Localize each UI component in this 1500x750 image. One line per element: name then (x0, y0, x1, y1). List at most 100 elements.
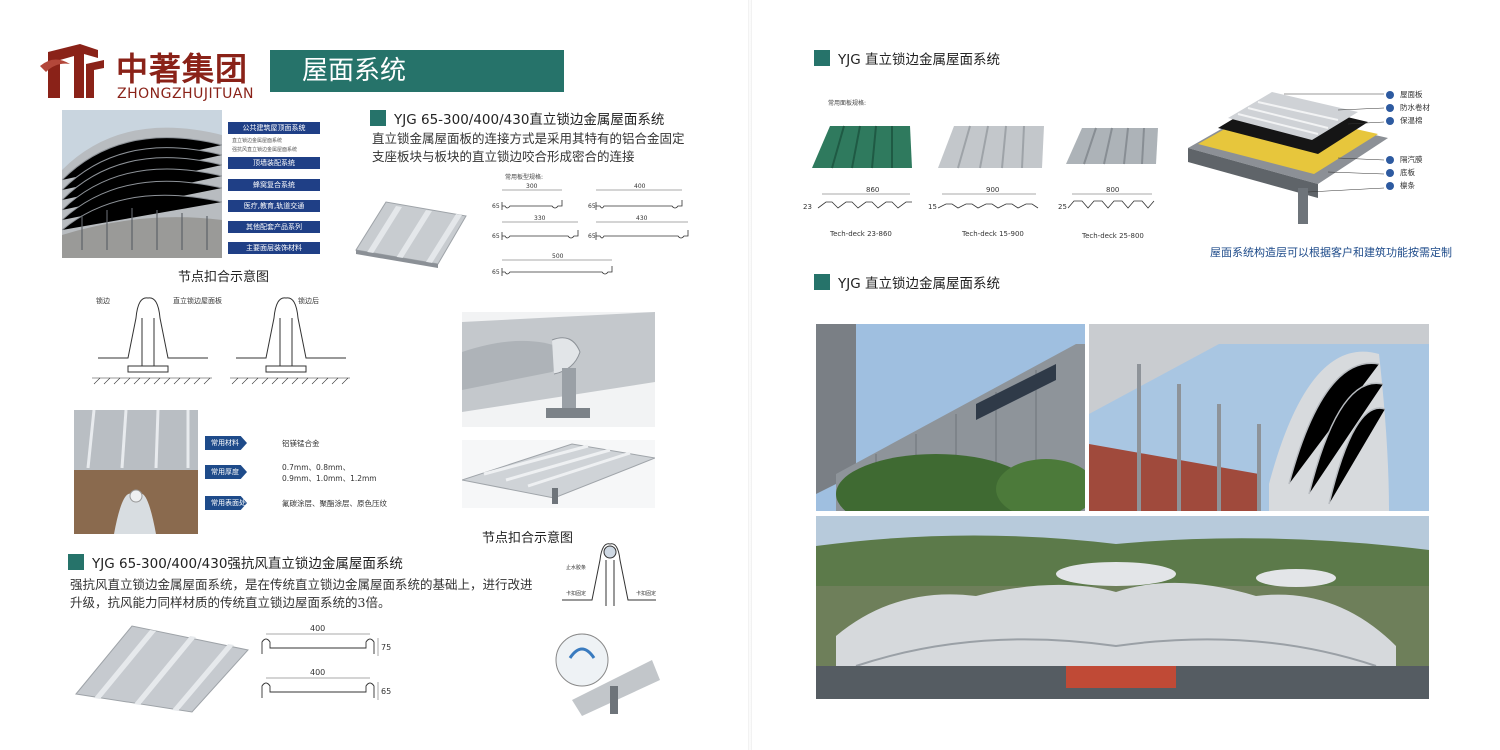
section4-heading: YJG 直立锁边金属屋面系统 (814, 272, 1000, 292)
layer-label-2: 防水卷材 (1400, 103, 1430, 112)
profile-width-500: 500 (552, 253, 564, 260)
brand-name-en: ZHONGZHUJITUAN (117, 86, 254, 102)
menu-subitem-2: 强抗风直立锁边金属屋面系统 (232, 147, 298, 153)
profile-height-c: 65 (492, 233, 500, 240)
layer-marker-icon (1386, 181, 1394, 190)
deck-profiles-drawing (812, 125, 1158, 209)
section2-description: 强抗风直立锁边金属屋面系统，是在传统直立锁边金属屋面系统的基础上，进行改进升级，… (70, 577, 533, 610)
menu-item-top-wall: 顶墙装配系统 (228, 157, 320, 169)
node-label-after: 锁边后 (298, 297, 319, 305)
spec-value-surface: 氟碳涂层、聚酯涂层、原色压纹 (282, 499, 387, 508)
deck3-name: Tech-deck 25-800 (1082, 232, 1144, 240)
node-label-before: 锁边 (96, 297, 110, 305)
layer-label-5: 底板 (1400, 168, 1415, 177)
menu-item-honeycomb: 蜂窝复合系统 (228, 179, 320, 191)
layer-row-2: 防水卷材 (1386, 101, 1456, 114)
deck-profiles-label: 常用面板规格: (828, 100, 867, 107)
deck1-height: 23 (803, 203, 812, 211)
layer-row-6: 檩条 (1386, 179, 1456, 192)
page-title: 屋面系统 (270, 50, 564, 92)
menu-item-other: 其他配套产品系列 (228, 221, 320, 233)
profile-height-d: 65 (588, 233, 596, 240)
node-seam-diagram (92, 297, 350, 385)
wind-dim-height-1: 75 (381, 643, 391, 652)
standing-seam-panel-image (355, 201, 467, 268)
wind-resistant-dimension-drawings: 400 75 400 65 (261, 624, 391, 700)
layer-marker-icon (1386, 103, 1394, 112)
node-diagram1-caption: 节点扣合示意图 (178, 270, 270, 285)
section2-heading-text: YJG 65-300/400/430强抗风直立锁边金属屋面系统 (92, 556, 403, 572)
deck3-height: 25 (1058, 203, 1067, 211)
layer-row-3: 保温棉 (1386, 114, 1456, 127)
wind-dim-height-2: 65 (381, 687, 391, 696)
layer-label-4: 隔汽膜 (1400, 155, 1423, 164)
deck3-width: 800 (1106, 186, 1120, 194)
layer-marker-icon (1386, 168, 1394, 177)
project-photo-stadium (816, 516, 1429, 699)
profile-height-b: 65 (588, 203, 596, 210)
node2-label-seal: 止水胶条 (566, 565, 587, 571)
project-photo-facade (816, 324, 1085, 511)
menu-item-public-roof: 公共建筑屋顶面系统 (228, 122, 320, 134)
section1-description: 直立锁金属屋面板的连接方式是采用其特有的铝合金固定支座板块与板块的直立锁边咬合形… (372, 131, 685, 164)
section-marker-icon (370, 110, 386, 126)
menu-item-medical: 医疗,教育,轨道交通 (228, 200, 320, 212)
layer-legend: 屋面板 防水卷材 保温棉 隔汽膜 底板 檩条 (1386, 88, 1456, 192)
wind-resistant-node-diagram (555, 543, 660, 716)
deck1-width: 860 (866, 186, 880, 194)
profile-width-300: 300 (526, 183, 538, 190)
wind-dim-width-1: 400 (310, 624, 325, 633)
roof-layer-buildup-diagram (1188, 92, 1388, 224)
layer-label-1: 屋面板 (1400, 90, 1423, 99)
section1-heading: YJG 65-300/400/430直立锁边金属屋面系统 (370, 108, 664, 128)
node2-label-clip-left: 卡扣固定 (566, 591, 587, 597)
section4-heading-text: YJG 直立锁边金属屋面系统 (838, 276, 1000, 292)
profile-height-a: 65 (492, 203, 500, 210)
spec-tag-thickness: 常用厚度 (205, 465, 247, 479)
deck2-height: 15 (928, 203, 937, 211)
section-marker-icon (814, 50, 830, 66)
deck2-name: Tech-deck 15-900 (962, 230, 1024, 238)
building-photo-curved (62, 110, 222, 258)
profiles-label: 常用板型规格: (505, 174, 544, 181)
logo-mark-icon (40, 44, 104, 98)
node-label-panel: 直立锁边屋面板 (173, 297, 222, 305)
menu-subitem-1: 直立锁边金属屋面系统 (232, 138, 283, 144)
section3-heading: YJG 直立锁边金属屋面系统 (814, 48, 1000, 68)
profile-dimension-drawings: 300 400 330 430 500 65 65 65 65 65 (492, 183, 689, 276)
node-diagram2-caption: 节点扣合示意图 (482, 531, 574, 546)
spec-value-thickness: 0.7mm、0.8mm、0.9mm、1.0mm、1.2mm (282, 463, 377, 483)
spec-tag-material: 常用材料 (205, 436, 247, 450)
spec-value-material: 铝镁锰合金 (282, 439, 320, 448)
spec-tag-surface: 常用表面处理 (205, 496, 247, 510)
layer-label-6: 檩条 (1400, 181, 1415, 190)
page-gutter (748, 0, 752, 750)
node2-label-clip-right: 卡扣固定 (636, 591, 657, 597)
material-photo (74, 410, 198, 534)
layer-customization-note: 屋面系统构造层可以根据客户和建筑功能按需定制 (1210, 246, 1452, 259)
layer-row-5: 底板 (1386, 166, 1456, 179)
layer-marker-icon (1386, 90, 1394, 99)
layer-marker-icon (1386, 116, 1394, 125)
layer-row-4: 隔汽膜 (1386, 153, 1456, 166)
project-photo-canopy (1089, 324, 1429, 511)
section-marker-icon (68, 554, 84, 570)
deck1-name: Tech-deck 23-860 (830, 230, 892, 238)
menu-item-materials: 主要面层装饰材料 (228, 242, 320, 254)
profile-height-e: 65 (492, 269, 500, 276)
wind-resistant-panel-image (75, 625, 249, 713)
deck2-width: 900 (986, 186, 1000, 194)
clip-bracket-render (462, 312, 655, 427)
layer-marker-icon (1386, 155, 1394, 164)
profile-width-430: 430 (636, 215, 648, 222)
layer-row-1: 屋面板 (1386, 88, 1456, 101)
section3-heading-text: YJG 直立锁边金属屋面系统 (838, 52, 1000, 68)
profile-width-400: 400 (634, 183, 646, 190)
profile-width-330: 330 (534, 215, 546, 222)
brand-name-cn: 中著集团 (116, 50, 249, 88)
wind-dim-width-2: 400 (310, 668, 325, 677)
section-marker-icon (814, 274, 830, 290)
layer-label-3: 保温棉 (1400, 116, 1423, 125)
section1-heading-text: YJG 65-300/400/430直立锁边金属屋面系统 (394, 112, 665, 128)
section2-heading: YJG 65-300/400/430强抗风直立锁边金属屋面系统 (68, 552, 403, 572)
